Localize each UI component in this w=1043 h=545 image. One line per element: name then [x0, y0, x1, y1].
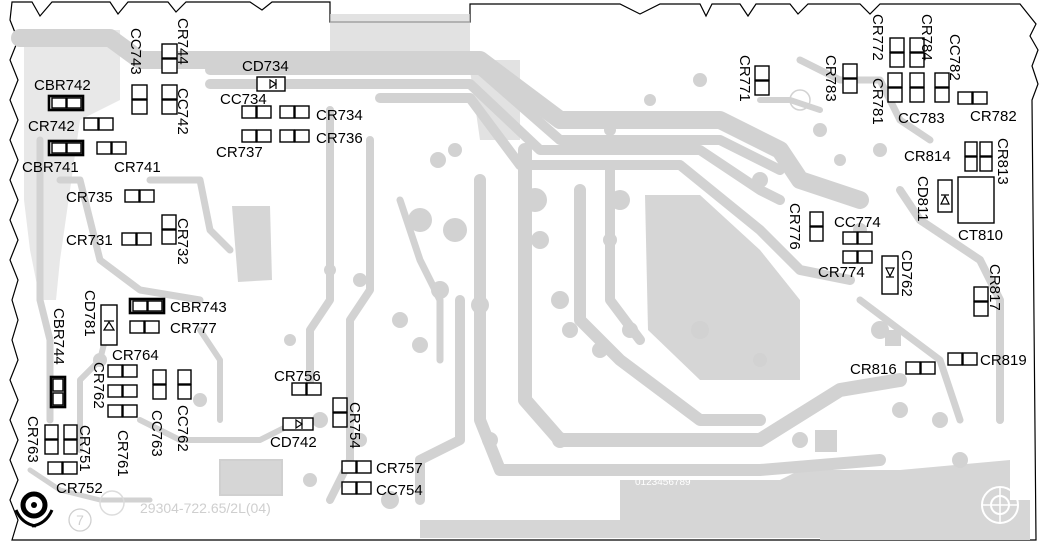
label-cbr741: CBR741 [22, 159, 79, 176]
label-cc763: CC763 [148, 410, 165, 457]
label-cr735: CR735 [66, 189, 113, 206]
label-cr813: CR813 [994, 138, 1011, 185]
mounting-hole-left [14, 490, 125, 528]
label-cd781: CD781 [81, 290, 98, 337]
label-cc762: CC762 [174, 405, 191, 452]
component-pads [44, 37, 995, 495]
footer-code: 29304-722.65/2L(04) [140, 500, 271, 516]
reference-labels: CBR742 CR742 CBR741 CR741 CC743 CR744 CC… [22, 14, 1027, 499]
label-cr816: CR816 [850, 361, 897, 378]
label-cr772: CR772 [869, 14, 886, 61]
label-cc742: CC742 [174, 88, 191, 135]
label-cr762: CR762 [90, 362, 107, 409]
label-cbr742: CBR742 [34, 77, 91, 94]
label-cd811: CD811 [914, 176, 931, 222]
label-cr742: CR742 [28, 118, 75, 135]
solder-pads [93, 73, 968, 509]
label-cr754: CR754 [346, 402, 363, 449]
label-cc754: CC754 [376, 482, 423, 499]
label-cd734: CD734 [242, 58, 289, 75]
label-cr744: CR744 [174, 18, 191, 65]
label-cc783: CC783 [898, 110, 945, 127]
label-cbr744: CBR744 [50, 308, 67, 365]
label-cr763: CR763 [24, 416, 41, 463]
label-cr756: CR756 [274, 368, 321, 385]
label-cr757: CR757 [376, 460, 423, 477]
label-cr776: CR776 [786, 203, 803, 250]
label-cr764: CR764 [112, 347, 159, 364]
label-cc734: CC734 [220, 91, 267, 108]
label-cr737: CR737 [216, 144, 263, 161]
label-cc774: CC774 [834, 214, 881, 231]
label-cd762: CD762 [898, 250, 915, 297]
label-cc782: CC782 [946, 34, 963, 81]
silkscreen: 7 29304-722.65/2L(04) 0123456789 [68, 477, 691, 532]
label-cr741: CR741 [114, 159, 161, 176]
label-cr752: CR752 [56, 480, 103, 497]
mounting-hole-right [981, 486, 1019, 524]
label-cr751: CR751 [76, 425, 93, 472]
label-cr761: CR761 [114, 430, 131, 477]
label-cr784: CR784 [918, 14, 935, 61]
label-cr782: CR782 [970, 108, 1017, 125]
circle-mark-label: 7 [76, 512, 84, 528]
label-cr817: CR817 [986, 264, 1003, 311]
label-cr814: CR814 [904, 148, 951, 165]
label-cr736: CR736 [316, 130, 363, 147]
digit-ruler: 0123456789 [635, 477, 691, 488]
label-cc743: CC743 [127, 28, 144, 75]
label-cr771: CR771 [736, 55, 753, 102]
label-cd742: CD742 [270, 434, 317, 451]
label-cr783: CR783 [822, 55, 839, 102]
label-cr777: CR777 [170, 320, 217, 337]
label-cr819: CR819 [980, 352, 1027, 369]
label-cr734: CR734 [316, 107, 363, 124]
label-cr731: CR731 [66, 232, 113, 249]
label-ct810: CT810 [958, 227, 1003, 244]
label-cr781: CR781 [869, 78, 886, 125]
label-cr732: CR732 [174, 218, 191, 265]
label-cbr743: CBR743 [170, 299, 227, 316]
label-cr774: CR774 [818, 264, 865, 281]
